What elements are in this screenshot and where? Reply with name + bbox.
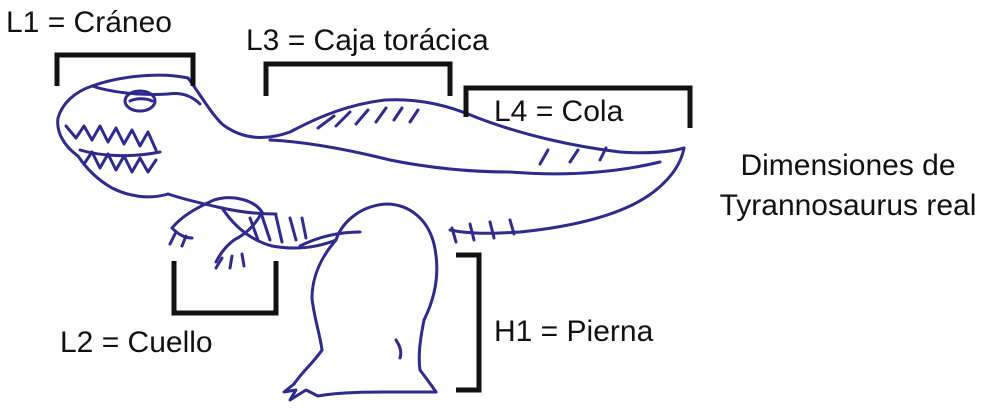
label-l2-neck: L2 = Cuello	[60, 328, 213, 358]
bracket-l2	[174, 261, 276, 313]
tail-outline	[450, 148, 684, 233]
dinosaur-arm	[170, 198, 262, 268]
label-l4-tail: L4 = Cola	[494, 97, 623, 127]
upper-teeth	[66, 126, 156, 150]
dinosaur-foot	[284, 384, 436, 400]
dinosaur-leg	[294, 320, 436, 392]
title-line-2: Tyrannosaurus real	[705, 186, 991, 226]
bracket-l3	[266, 64, 450, 96]
dinosaur-thigh	[336, 204, 437, 320]
bracket-h1	[456, 255, 479, 390]
snout-line	[92, 86, 200, 104]
rib-stripes	[318, 108, 418, 128]
label-l1-skull: L1 = Cráneo	[6, 8, 172, 38]
tail-stripes	[452, 148, 606, 242]
label-l3-ribcage: L3 = Caja torácica	[246, 26, 489, 56]
diagram-title: Dimensiones de Tyrannosaurus real	[705, 146, 991, 226]
title-line-1: Dimensiones de	[705, 146, 991, 186]
bracket-l1	[57, 55, 193, 86]
label-h1-leg: H1 = Pierna	[494, 317, 653, 347]
